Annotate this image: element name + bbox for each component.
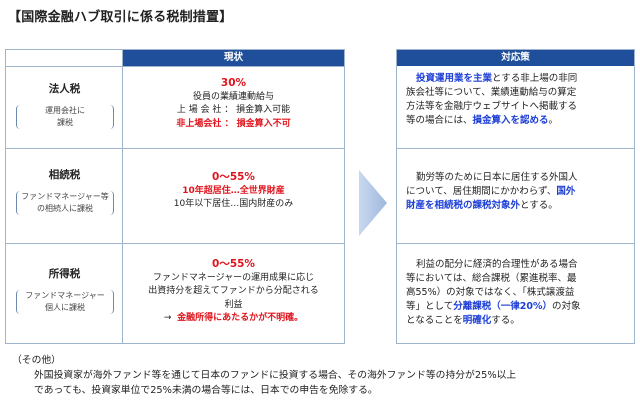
current-status-table: 現状 法人税 運用会社に 課税 30% 役員の業績連動給与 上 場 会 社 ： … bbox=[5, 49, 345, 344]
tax-subject-line: の相続人に課税 bbox=[37, 204, 93, 213]
tax-label-cell: 相続税 ファンドマネージャー等 の相続人に課税 bbox=[6, 149, 123, 243]
emphasis-text: 損金算入を認める bbox=[472, 115, 549, 126]
tax-subject: ファンドマネージャー 個人に課税 bbox=[16, 290, 114, 314]
text-line: 等」として分離課税（一律20%）の対象 bbox=[406, 300, 628, 314]
other-notes: （その他） 外国投資家が海外ファンド等を通じて日本のファンドに投資する場合、その… bbox=[12, 353, 634, 398]
detail-line: 役員の業績連動給与 bbox=[192, 91, 274, 102]
status-detail-cell: 0～55% 10年超居住…全世界財産 10年以下居住…国内財産のみ bbox=[123, 149, 344, 243]
countermeasures-header: 対応策 bbox=[397, 50, 634, 66]
tax-subject: ファンドマネージャー等 の相続人に課税 bbox=[16, 191, 114, 215]
status-detail-cell: 0～55% ファンドマネージャーの運用成果に応じ 出資持分を超えてファンドから分… bbox=[123, 244, 344, 343]
status-detail-lines: 30% 役員の業績連動給与 上 場 会 社 ： 損金算入可能 非上場会社 ： 損… bbox=[123, 77, 344, 131]
countermeasure-text: 勤労等のために日本に居住する外国人 について、居住期間にかかわらず、国外 財産を… bbox=[406, 171, 628, 213]
detail-line-highlight: 非上場会社 ： 損金算入不可 bbox=[176, 118, 291, 129]
tax-label-cell: 所得税 ファンドマネージャー 個人に課税 bbox=[6, 244, 123, 343]
table-header-row: 現状 bbox=[6, 50, 344, 66]
plain-text: となることを bbox=[406, 315, 463, 326]
countermeasure-income: 利益の配分に経済的合理性がある場合 等においては、総合課税（累進税率、最 高55… bbox=[397, 243, 634, 343]
page-title: 【国際金融ハブ取引に係る税制措置】 bbox=[8, 10, 233, 25]
status-detail-cell: 30% 役員の業績連動給与 上 場 会 社 ： 損金算入可能 非上場会社 ： 損… bbox=[123, 67, 344, 148]
plain-text: する。 bbox=[491, 315, 520, 326]
text-line: となることを明確化する。 bbox=[406, 314, 628, 328]
text-line: 勤労等のために日本に居住する外国人 bbox=[416, 172, 578, 183]
tax-subject-line: 個人に課税 bbox=[45, 303, 85, 312]
tax-subject-line: ファンドマネージャー等 bbox=[21, 192, 109, 201]
detail-line: 上 場 会 社 ： 損金算入可能 bbox=[176, 105, 291, 115]
plain-text: 等の場合には、 bbox=[406, 115, 473, 126]
plain-text: とする。 bbox=[520, 200, 558, 211]
countermeasure-corporate: 投資運用業を主業とする非上場の非同 族会社等について、業績連動給与の算定 方法等… bbox=[397, 66, 634, 148]
text-line: について、居住期間にかかわらず、国外 bbox=[406, 185, 628, 199]
text-line: 財産を相続税の課税対象外とする。 bbox=[406, 199, 628, 213]
tax-subject-line: 運用会社に bbox=[45, 106, 85, 115]
countermeasure-text: 投資運用業を主業とする非上場の非同 族会社等について、業績連動給与の算定 方法等… bbox=[406, 72, 628, 128]
table-row-income-tax: 所得税 ファンドマネージャー 個人に課税 0～55% ファンドマネージャーの運用… bbox=[6, 243, 344, 343]
detail-line: ファンドマネージャーの運用成果に応じ bbox=[152, 272, 315, 283]
emphasis-text: 明確化 bbox=[462, 315, 492, 326]
emphasis-text: 分離課税（一律20%） bbox=[453, 301, 552, 312]
tax-name: 相続税 bbox=[48, 169, 81, 181]
text-line: 等においては、総合課税（累進税率、最 bbox=[406, 273, 577, 284]
emphasis-text: 財産を相続税の課税対象外 bbox=[406, 200, 521, 211]
tax-label-cell: 法人税 運用会社に 課税 bbox=[6, 67, 123, 148]
plain-text: とする非上場の非同 bbox=[492, 73, 578, 84]
detail-line-highlight: 金融所得にあたるかが不明確。 bbox=[177, 313, 304, 323]
detail-line: 10年以下居住…国内財産のみ bbox=[173, 199, 294, 209]
tax-name: 法人税 bbox=[48, 83, 81, 95]
tax-name: 所得税 bbox=[48, 268, 81, 280]
plain-text: の対象 bbox=[551, 301, 581, 312]
countermeasure-text: 利益の配分に経済的合理性がある場合 等においては、総合課税（累進税率、最 高55… bbox=[406, 258, 628, 328]
emphasis-text: 投資運用業を主業 bbox=[416, 73, 493, 84]
text-line: 投資運用業を主業とする非上場の非同 bbox=[406, 72, 628, 86]
right-arrow-icon bbox=[359, 170, 387, 236]
plain-text: について、居住期間にかかわらず、 bbox=[406, 186, 557, 197]
tax-rate: 0～55% bbox=[212, 171, 255, 183]
current-status-header: 現状 bbox=[123, 50, 344, 66]
text-line: 等の場合には、損金算入を認める。 bbox=[406, 114, 628, 128]
detail-line: 出資持分を超えてファンドから分配される bbox=[148, 286, 319, 296]
table-header-blank bbox=[6, 50, 123, 66]
text-line: 方法等を金融庁ウェブサイトへ掲載する bbox=[406, 101, 578, 112]
table-row-inheritance-tax: 相続税 ファンドマネージャー等 の相続人に課税 0～55% 10年超居住…全世界… bbox=[6, 148, 344, 243]
detail-line: 利益 bbox=[224, 299, 243, 310]
text-line: 族会社等について、業績連動給与の算定 bbox=[406, 87, 577, 98]
tax-rate: 0～55% bbox=[212, 258, 255, 270]
detail-line-conclusion: → 金融所得にあたるかが不明確。 bbox=[123, 312, 344, 326]
notes-line: 外国投資家が海外ファンド等を通じて日本のファンドに投資する場合、その海外ファンド… bbox=[34, 370, 517, 381]
text-line: 利益の配分に経済的合理性がある場合 bbox=[416, 259, 578, 270]
notes-line: であっても、投資家単位で25%未満の場合等には、日本での申告を免除する。 bbox=[34, 385, 378, 396]
tax-subject-line: 課税 bbox=[57, 118, 73, 127]
text-line: 高55%）の対象ではなく、「株式譲渡益 bbox=[406, 287, 575, 298]
status-detail-lines: 0～55% 10年超居住…全世界財産 10年以下居住…国内財産のみ bbox=[123, 171, 344, 212]
tax-rate: 30% bbox=[220, 77, 247, 89]
status-detail-lines: 0～55% ファンドマネージャーの運用成果に応じ 出資持分を超えてファンドから分… bbox=[123, 258, 344, 326]
tax-subject: 運用会社に 課税 bbox=[16, 105, 114, 129]
plain-text: 等」として bbox=[406, 301, 454, 312]
countermeasure-inheritance: 勤労等のために日本に居住する外国人 について、居住期間にかかわらず、国外 財産を… bbox=[397, 148, 634, 243]
table-row-corporate-tax: 法人税 運用会社に 課税 30% 役員の業績連動給与 上 場 会 社 ： 損金算… bbox=[6, 66, 344, 148]
detail-line-highlight: 10年超居住…全世界財産 bbox=[182, 185, 285, 196]
plain-text: 。 bbox=[548, 115, 559, 126]
notes-heading: （その他） bbox=[12, 355, 61, 366]
arrow-glyph: → bbox=[163, 313, 172, 323]
emphasis-text: 国外 bbox=[556, 186, 576, 197]
countermeasures-box: 対応策 投資運用業を主業とする非上場の非同 族会社等について、業績連動給与の算定… bbox=[396, 49, 635, 344]
tax-subject-line: ファンドマネージャー bbox=[25, 291, 105, 300]
